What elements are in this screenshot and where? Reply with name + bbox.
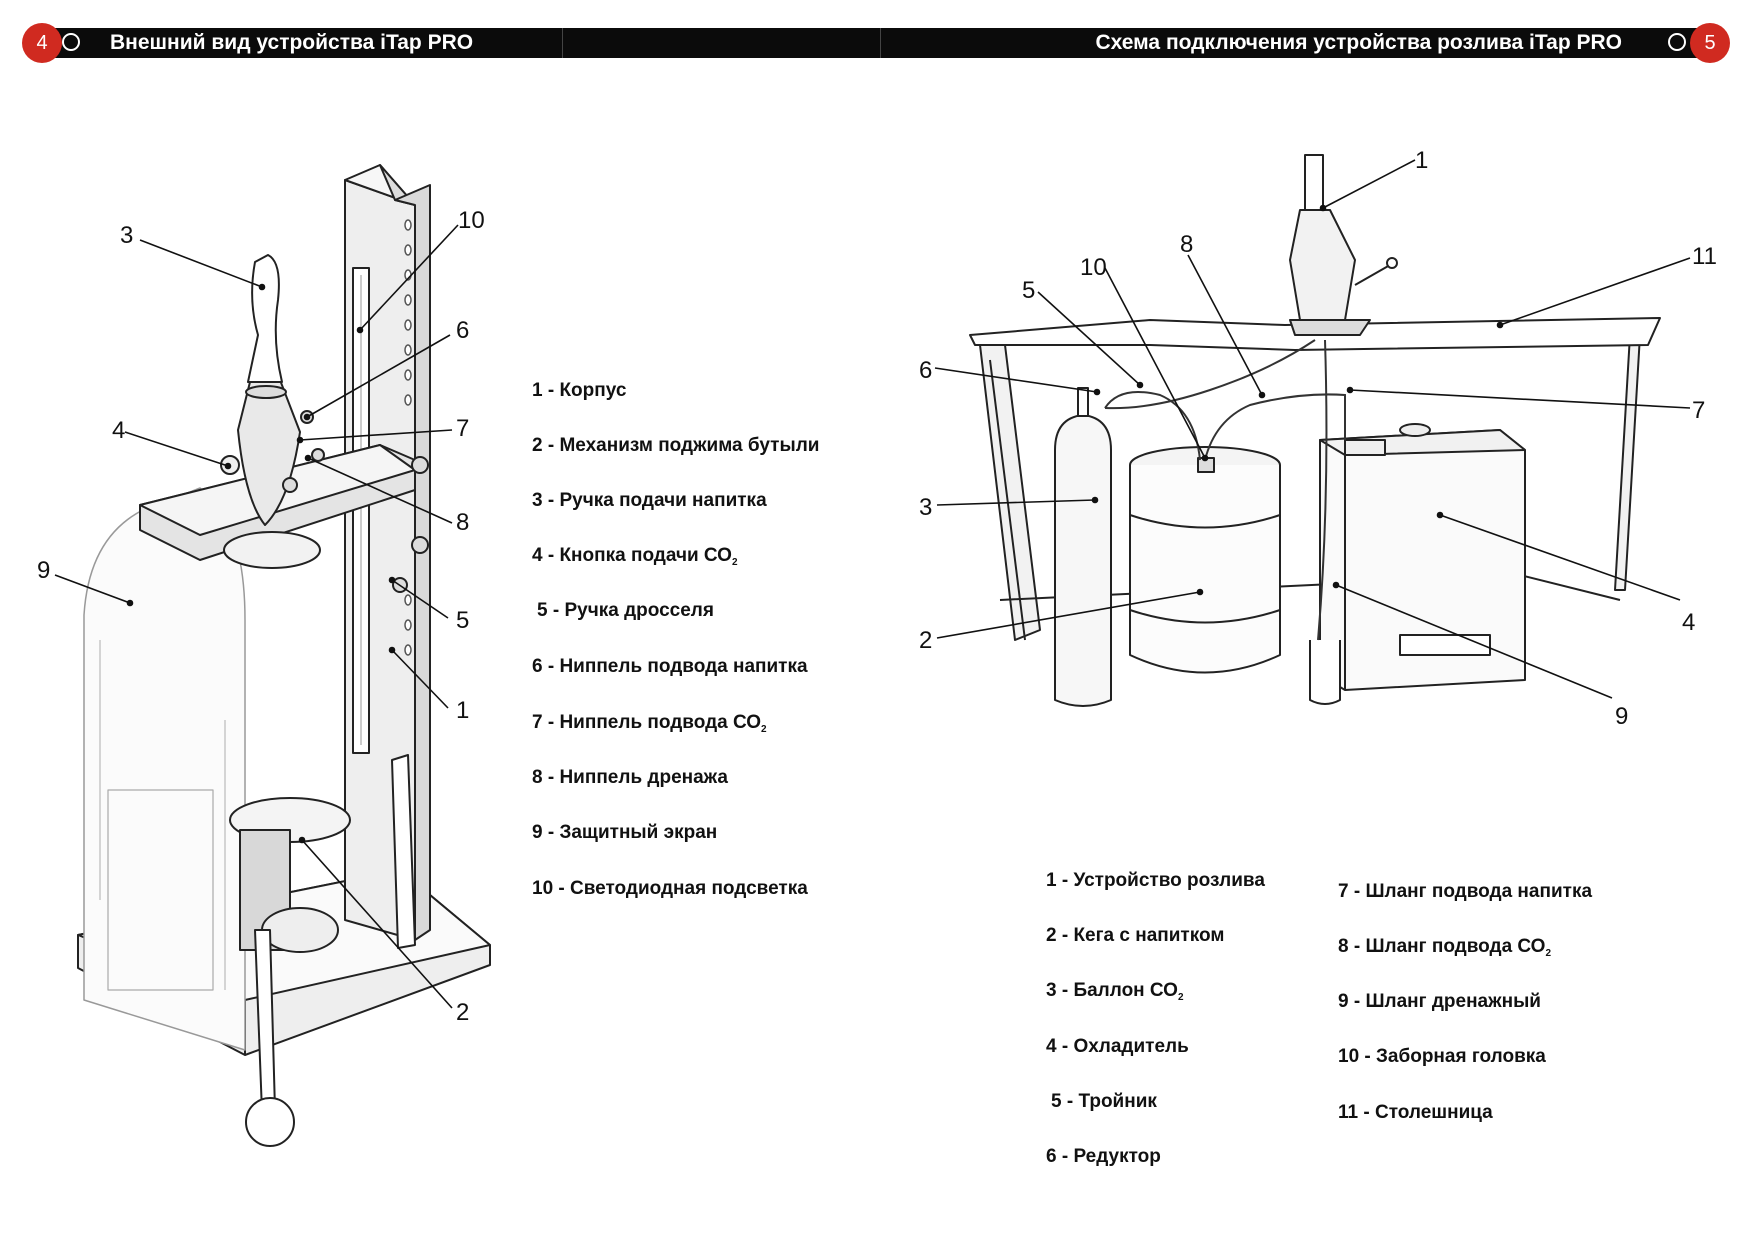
legend-item: 1 - Устройство розлива — [1046, 870, 1265, 891]
callout-6: 6 — [919, 357, 932, 384]
callout-3: 3 — [919, 494, 932, 521]
device-illustration: 3 10 6 4 7 8 5 1 9 2 — [37, 164, 491, 1147]
legend-item: 10 - Заборная головка — [1338, 1046, 1546, 1067]
legend-item: 6 - Редуктор — [1046, 1146, 1161, 1167]
header-divider — [880, 28, 881, 58]
callout-11: 11 — [1692, 243, 1717, 270]
header-divider — [562, 28, 563, 58]
legend-item: 1 - Корпус — [532, 380, 627, 401]
callout-4: 4 — [1682, 609, 1695, 636]
page-number-badge-left: 4 — [22, 23, 62, 63]
legend-item: 3 - Баллон СО2 — [1046, 980, 1184, 1003]
callout-1: 1 — [1415, 147, 1428, 174]
legend-item: 8 - Шланг подвода СО2 — [1338, 936, 1552, 959]
callout-5: 5 — [1022, 277, 1035, 304]
callout-7: 7 — [1692, 397, 1705, 424]
callout-2: 2 — [919, 627, 932, 654]
legend-item: 2 - Кега с напитком — [1046, 925, 1225, 946]
callout-6: 6 — [456, 317, 469, 344]
legend-item: 9 - Шланг дренажный — [1338, 991, 1541, 1012]
connection-diagram: 1 11 8 10 5 6 7 3 4 2 9 — [919, 147, 1717, 730]
callout-8: 8 — [1180, 231, 1193, 258]
callout-9: 9 — [1615, 703, 1628, 730]
callout-5: 5 — [456, 607, 469, 634]
legend-item: 4 - Охладитель — [1046, 1036, 1189, 1057]
legend-item: 7 - Ниппель подвода СО2 — [532, 712, 767, 735]
page-number-badge-right: 5 — [1690, 23, 1730, 63]
callout-7: 7 — [456, 415, 469, 442]
legend-item: 2 - Механизм поджима бутыли — [532, 435, 820, 456]
left-header-bar: Внешний вид устройства iTap PRO — [48, 28, 880, 58]
legend-item: 11 - Столешница — [1338, 1102, 1493, 1123]
legend-item: 7 - Шланг подвода напитка — [1338, 881, 1593, 902]
legend-item: 5 - Тройник — [1051, 1091, 1157, 1112]
callout-10: 10 — [458, 207, 485, 234]
callout-2: 2 — [456, 999, 469, 1026]
legend-item: 4 - Кнопка подачи СО2 — [532, 545, 738, 568]
legend-item: 3 - Ручка подачи напитка — [532, 490, 767, 511]
legend-item: 10 - Светодиодная подсветка — [532, 878, 808, 899]
legend-item: 5 - Ручка дросселя — [537, 600, 714, 621]
callout-8: 8 — [456, 509, 469, 536]
right-header-bar: Схема подключения устройства розлива iTa… — [880, 28, 1704, 58]
legend-item: 9 - Защитный экран — [532, 822, 718, 843]
circle-marker-icon — [1668, 33, 1686, 51]
callout-3: 3 — [120, 222, 133, 249]
right-page-title: Схема подключения устройства розлива iTa… — [1095, 31, 1622, 54]
callout-9: 9 — [37, 557, 50, 584]
callout-4: 4 — [112, 417, 125, 444]
callout-1: 1 — [456, 697, 469, 724]
circle-marker-icon — [62, 33, 80, 51]
legend-item: 6 - Ниппель подвода напитка — [532, 656, 808, 677]
callout-10: 10 — [1080, 254, 1107, 281]
legend-item: 8 - Ниппель дренажа — [532, 767, 728, 788]
left-page-title: Внешний вид устройства iTap PRO — [110, 31, 474, 54]
